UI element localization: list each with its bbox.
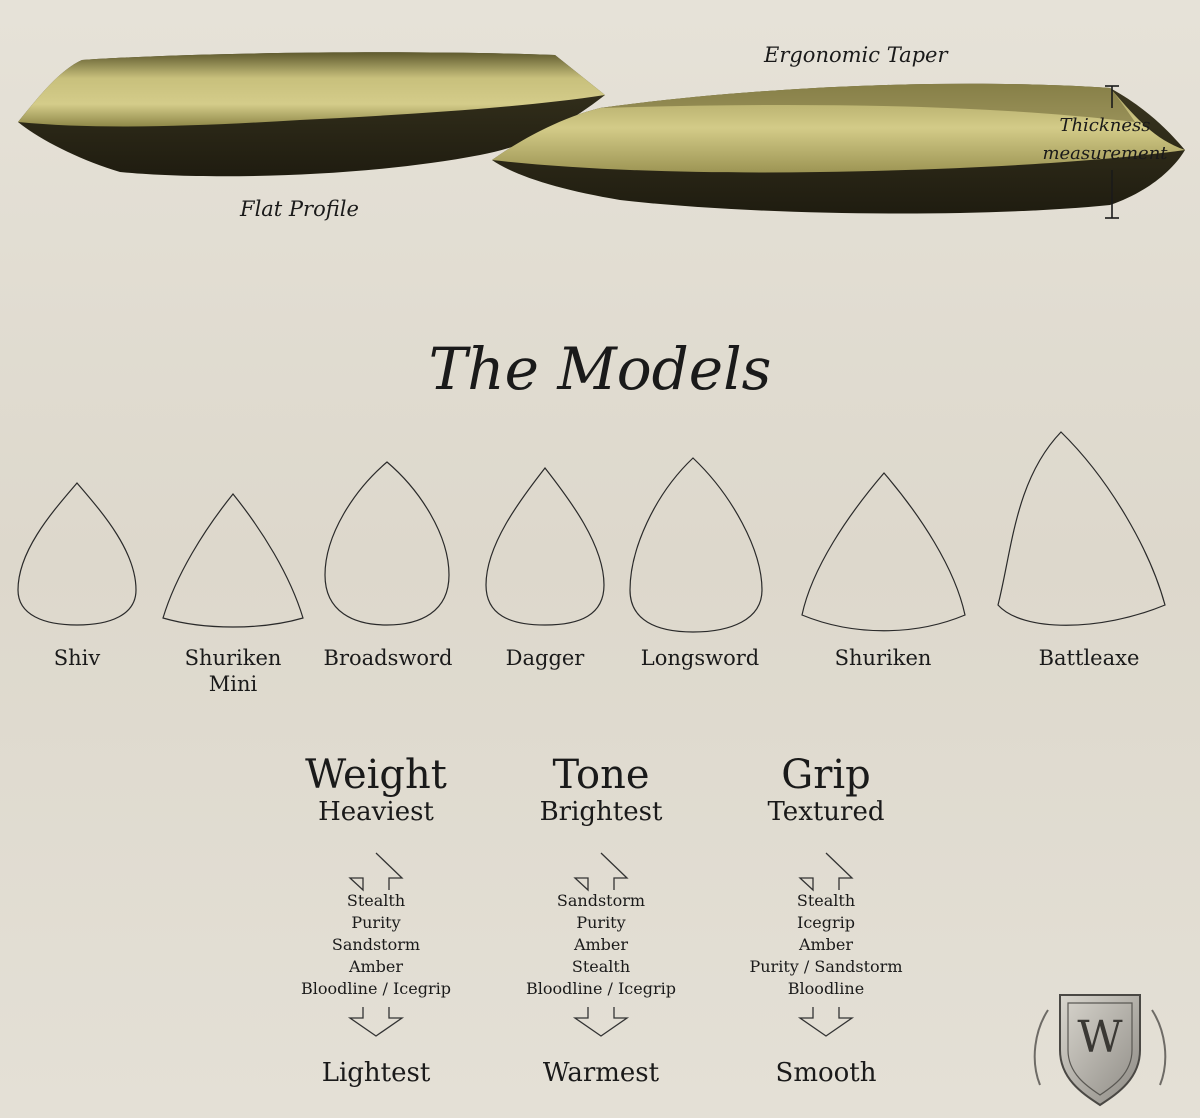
model-name: Dagger (505, 646, 585, 670)
list-item: Purity / Sandstorm (749, 957, 903, 976)
thickness-label-line2: measurement (1042, 143, 1168, 164)
weight-heading: Weight (305, 752, 447, 798)
model-name-battleaxe: Battleaxe (999, 645, 1179, 671)
grip-scale-header: Grip Textured (696, 753, 956, 827)
tone-bottom-label: Warmest (542, 1058, 660, 1088)
flat-profile-pick (18, 52, 605, 177)
model-name-shuriken-mini: Shuriken Mini (143, 645, 323, 697)
list-item: Stealth (346, 891, 406, 910)
model-name-line2: Mini (208, 672, 258, 696)
weight-ranking-list: Stealth Purity Sandstorm Amber Bloodline… (246, 890, 506, 1000)
pick-outline-broadsword (324, 461, 450, 626)
model-name-shiv: Shiv (0, 645, 167, 671)
grip-down-arrow (797, 1007, 855, 1037)
page-title: The Models (428, 335, 772, 403)
list-item: Amber (573, 935, 629, 954)
flat-profile-label: Flat Profile (240, 197, 359, 221)
pick-outline-shuriken (801, 472, 966, 632)
tone-heading: Tone (552, 752, 650, 798)
thickness-measurement-label: Thickness measurement (1040, 112, 1170, 168)
grip-bottom-label: Smooth (775, 1058, 877, 1088)
list-item: Purity (351, 913, 401, 932)
weight-down-arrow (347, 1007, 405, 1037)
thickness-label-line1: Thickness (1059, 115, 1151, 136)
pick-outline-shiv (17, 482, 137, 626)
list-item: Amber (348, 957, 404, 976)
model-name: Shuriken (834, 646, 932, 670)
pick-outline-dagger (485, 467, 605, 626)
list-item: Icegrip (797, 913, 855, 932)
model-name-shuriken: Shuriken (793, 645, 973, 671)
tone-ranking-list: Sandstorm Purity Amber Stealth Bloodline… (471, 890, 731, 1000)
list-item: Bloodline / Icegrip (301, 979, 451, 998)
weight-scale-header: Weight Heaviest (246, 753, 506, 827)
thickness-marker (1105, 85, 1119, 219)
grip-ranking-list: Stealth Icegrip Amber Purity / Sandstorm… (696, 890, 956, 1000)
pick-outline-shuriken-mini (162, 493, 304, 628)
grip-top-label: Textured (767, 797, 885, 827)
logo-letter: W (1077, 1012, 1123, 1063)
model-name: Shiv (53, 646, 101, 670)
list-item: Sandstorm (556, 891, 646, 910)
tone-top-label: Brightest (539, 797, 663, 827)
tone-down-arrow (572, 1007, 630, 1037)
weight-bottom-label: Lightest (321, 1058, 431, 1088)
grip-up-arrow (798, 852, 854, 892)
model-name: Battleaxe (1038, 646, 1140, 670)
model-name-dagger: Dagger (455, 645, 635, 671)
weight-top-label: Heaviest (318, 797, 434, 827)
tone-scale-header: Tone Brightest (471, 753, 731, 827)
list-item: Stealth (796, 891, 856, 910)
ergonomic-taper-pick (492, 83, 1185, 214)
brand-logo (1033, 994, 1167, 1107)
list-item: Bloodline / Icegrip (526, 979, 676, 998)
pick-outline-battleaxe (997, 431, 1166, 626)
grip-heading: Grip (781, 752, 871, 798)
list-item: Amber (798, 935, 854, 954)
list-item: Bloodline (787, 979, 865, 998)
model-name: Shuriken (184, 646, 282, 670)
pick-outline-longsword (629, 457, 763, 633)
ergonomic-taper-label: Ergonomic Taper (764, 43, 948, 67)
model-name-broadsword: Broadsword (298, 645, 478, 671)
list-item: Sandstorm (331, 935, 421, 954)
model-name-longsword: Longsword (610, 645, 790, 671)
list-item: Stealth (571, 957, 631, 976)
list-item: Purity (576, 913, 626, 932)
weight-up-arrow (348, 852, 404, 892)
model-name: Longsword (640, 646, 760, 670)
tone-up-arrow (573, 852, 629, 892)
model-name: Broadsword (323, 646, 453, 670)
